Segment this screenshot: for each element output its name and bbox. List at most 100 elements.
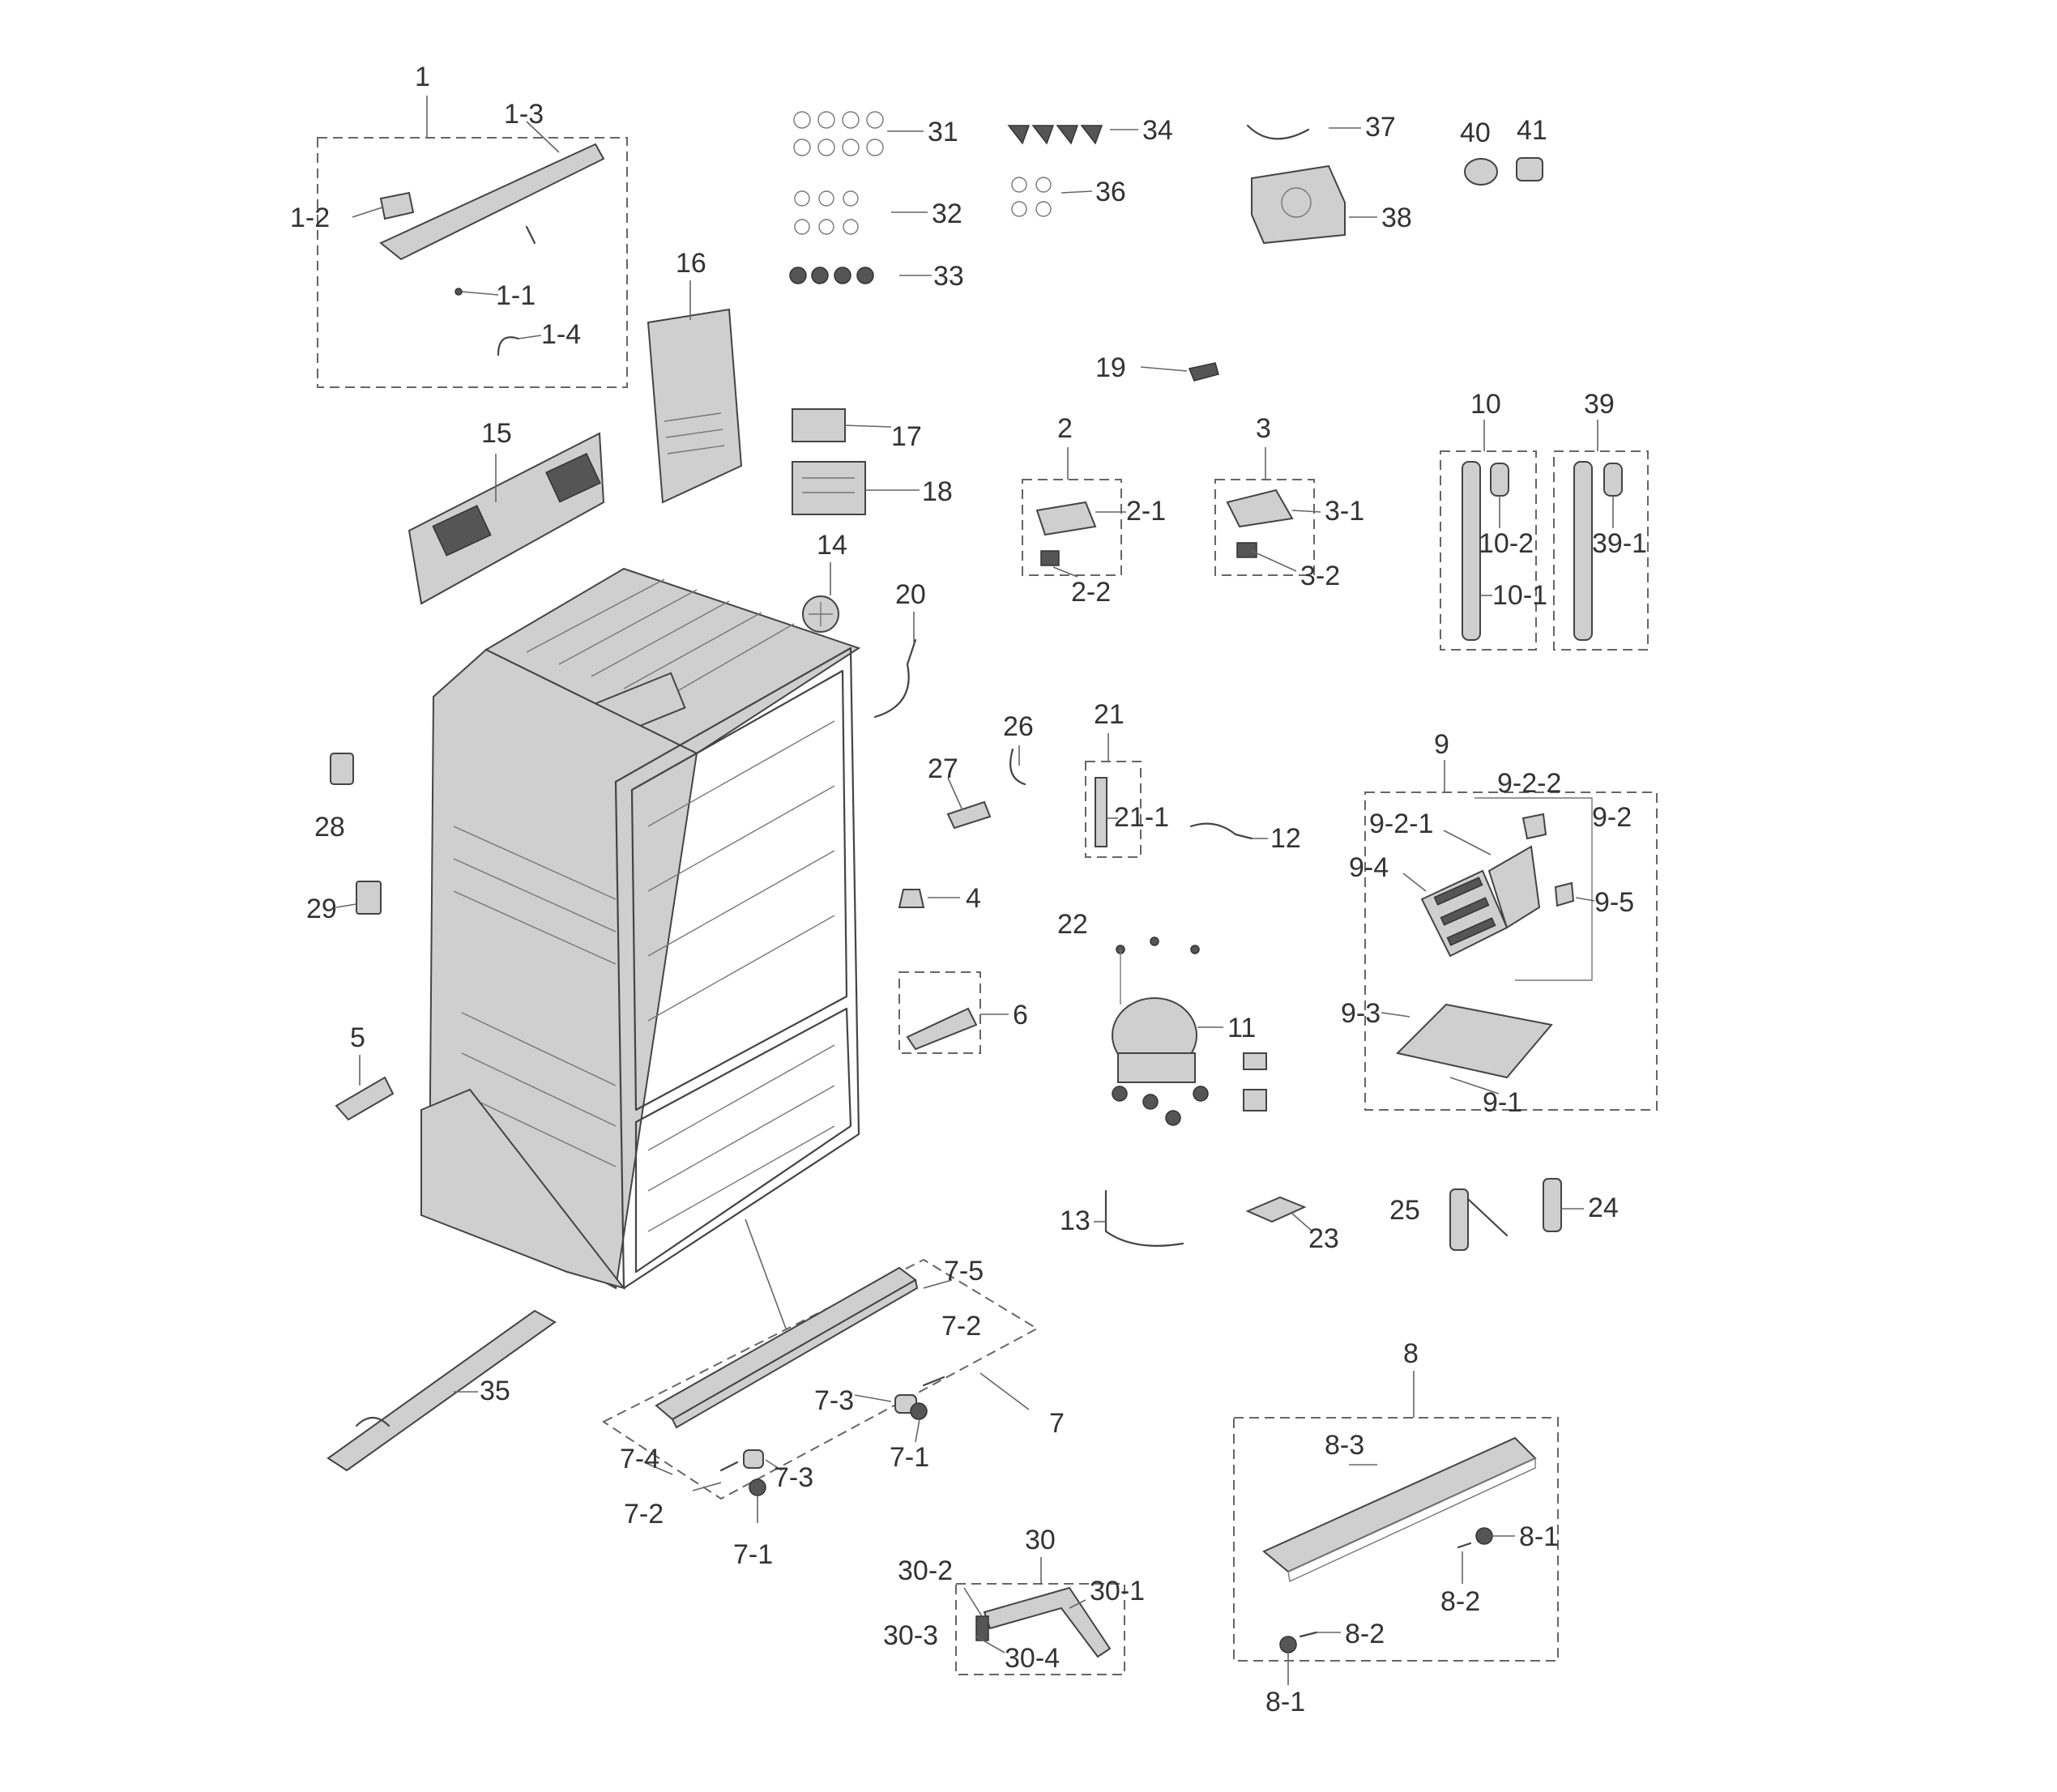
clip-19[interactable] bbox=[1188, 362, 1219, 382]
part-25: 25 bbox=[1389, 1188, 1509, 1251]
callout-3-1: 3-1 bbox=[1325, 496, 1364, 527]
pcb-18[interactable] bbox=[792, 461, 866, 515]
callout-25: 25 bbox=[1389, 1195, 1420, 1226]
callout-9: 9 bbox=[1434, 729, 1449, 760]
callout-9-1: 9-1 bbox=[1483, 1087, 1522, 1118]
bracket-1-3[interactable] bbox=[379, 143, 605, 261]
panel-16[interactable] bbox=[647, 308, 743, 504]
cord-37[interactable] bbox=[1246, 124, 1310, 140]
rail-7-5[interactable] bbox=[655, 1266, 917, 1421]
fan-cover-9-2-1[interactable] bbox=[1487, 845, 1541, 929]
bracket-9-2[interactable] bbox=[1521, 813, 1547, 840]
sensor-27[interactable] bbox=[946, 800, 992, 830]
pcb-17[interactable] bbox=[792, 408, 846, 442]
roller-8-1b[interactable] bbox=[1279, 1636, 1297, 1653]
callout-5: 5 bbox=[350, 1022, 365, 1053]
cord-20[interactable] bbox=[873, 638, 917, 719]
cap-40[interactable] bbox=[1464, 158, 1498, 186]
plug-24[interactable] bbox=[1543, 1178, 1562, 1232]
callout-18: 18 bbox=[922, 476, 953, 507]
callout-8-1b: 8-1 bbox=[1265, 1687, 1305, 1717]
part-35: 35 bbox=[326, 1309, 557, 1472]
callout-7-2a: 7-2 bbox=[941, 1311, 981, 1342]
callout-1-2: 1-2 bbox=[290, 203, 330, 233]
wheel-7-1[interactable] bbox=[910, 1402, 928, 1420]
heater-21-1[interactable] bbox=[1095, 777, 1107, 847]
cap-10-2[interactable] bbox=[1490, 463, 1509, 497]
group-9-2-bracket bbox=[1474, 797, 1593, 981]
callout-7-2b: 7-2 bbox=[624, 1499, 664, 1530]
callout-32: 32 bbox=[932, 198, 962, 229]
part-28-icon[interactable] bbox=[330, 753, 354, 785]
rail-8-3[interactable] bbox=[1262, 1436, 1537, 1573]
callout-38: 38 bbox=[1381, 203, 1412, 233]
clip-9-5[interactable] bbox=[1554, 881, 1575, 907]
callout-8-2a: 8-2 bbox=[1440, 1586, 1480, 1617]
wire-1-4[interactable] bbox=[497, 336, 520, 356]
part-15: 15 bbox=[408, 418, 605, 605]
part-6: 6 bbox=[898, 971, 1028, 1054]
wheel-7-1b[interactable] bbox=[749, 1478, 766, 1496]
part-29-icon[interactable] bbox=[356, 881, 382, 915]
roller-7-3b[interactable] bbox=[743, 1449, 764, 1469]
fresh-food-opening bbox=[630, 669, 848, 1111]
callout-31: 31 bbox=[928, 117, 958, 147]
hardware-40-41: 40 41 bbox=[1460, 115, 1547, 186]
cover-9-1[interactable] bbox=[1396, 1003, 1553, 1079]
bracket-30-1[interactable] bbox=[983, 1586, 1112, 1658]
callout-40: 40 bbox=[1460, 117, 1491, 148]
callout-28: 28 bbox=[314, 812, 345, 843]
hardware-34: 34 bbox=[1007, 115, 1173, 146]
hardware-36: 36 bbox=[1011, 177, 1126, 217]
callout-30-4: 30-4 bbox=[1005, 1643, 1060, 1674]
wire-26[interactable] bbox=[1009, 748, 1026, 786]
plate-1-2[interactable] bbox=[379, 191, 415, 220]
tube-39[interactable] bbox=[1573, 461, 1593, 641]
part-24: 24 bbox=[1543, 1178, 1619, 1232]
part-16: 16 bbox=[647, 248, 743, 504]
callout-1-3: 1-3 bbox=[504, 99, 544, 130]
tube-10-1[interactable] bbox=[1462, 461, 1481, 641]
part-12: 12 bbox=[1189, 822, 1301, 854]
callout-10-1: 10-1 bbox=[1492, 580, 1547, 611]
hardware-33: 33 bbox=[789, 261, 964, 292]
refrigerator-cabinet[interactable] bbox=[420, 567, 861, 1290]
callout-27: 27 bbox=[928, 753, 958, 784]
callout-9-2: 9-2 bbox=[1592, 802, 1632, 833]
part-group-1: 1 1-3 1-2 1-1 1-4 bbox=[290, 62, 628, 388]
hinge-3-1[interactable] bbox=[1226, 489, 1294, 528]
part-11-22: 11 22 bbox=[1057, 909, 1267, 1126]
cover-38[interactable] bbox=[1251, 164, 1346, 245]
bracket-6[interactable] bbox=[906, 1007, 978, 1051]
part-13: 13 bbox=[1060, 1189, 1184, 1247]
wire-13[interactable] bbox=[1104, 1189, 1184, 1247]
callout-10-2: 10-2 bbox=[1479, 528, 1534, 559]
cap-39-1[interactable] bbox=[1603, 463, 1623, 497]
bracket-5[interactable] bbox=[335, 1076, 395, 1121]
freezer-opening bbox=[634, 1007, 852, 1274]
roller-8-1[interactable] bbox=[1475, 1527, 1493, 1545]
part-group-39: 39 39-1 bbox=[1553, 389, 1649, 651]
part-19: 19 bbox=[1095, 352, 1219, 383]
part-17-18: 17 18 bbox=[792, 408, 953, 515]
cap-41[interactable] bbox=[1516, 157, 1543, 181]
heater-23[interactable] bbox=[1245, 1196, 1307, 1223]
wire-12[interactable] bbox=[1189, 822, 1253, 840]
callout-6: 6 bbox=[1013, 1000, 1028, 1030]
filter-25[interactable] bbox=[1449, 1188, 1469, 1251]
callout-29: 29 bbox=[306, 894, 337, 924]
group-1-box bbox=[317, 137, 628, 388]
cap-4[interactable] bbox=[898, 889, 925, 908]
part-28-29: 28 29 bbox=[306, 753, 382, 924]
part-group-21: 21 21-1 bbox=[1085, 699, 1169, 858]
part-group-8: 8 8-3 8-1 8-2 8-2 8-1 bbox=[1233, 1338, 1559, 1717]
callout-17: 17 bbox=[891, 421, 922, 452]
callout-12: 12 bbox=[1270, 823, 1301, 854]
callout-22: 22 bbox=[1057, 909, 1088, 940]
callout-26: 26 bbox=[1003, 711, 1034, 742]
hinge-2-1[interactable] bbox=[1035, 501, 1097, 536]
callout-24: 24 bbox=[1588, 1193, 1619, 1223]
part-group-2: 2 2-1 2-2 bbox=[1022, 413, 1166, 608]
pan-35[interactable] bbox=[326, 1309, 557, 1472]
